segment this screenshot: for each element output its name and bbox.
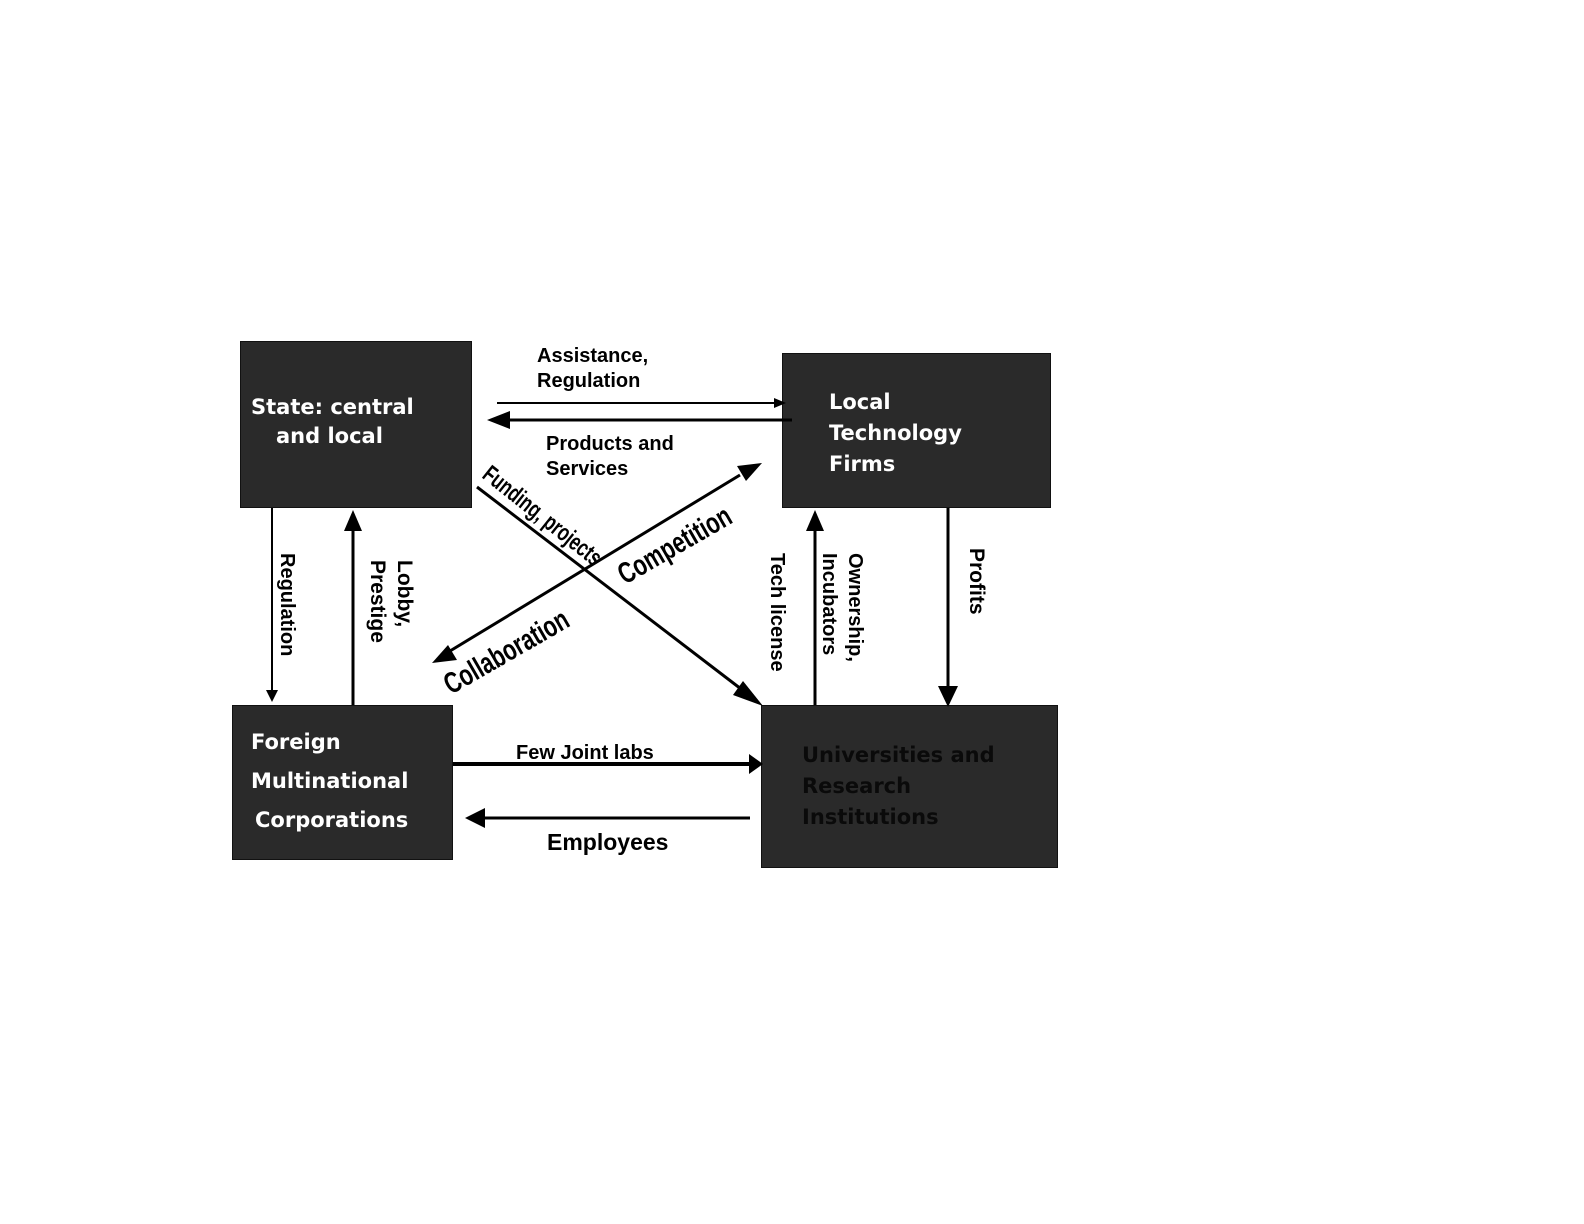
state-node: State: central and local [240,341,472,508]
edge-label-incubators: Incubators [818,553,840,655]
arrowhead-icon [344,510,362,531]
arrowhead-icon [737,463,762,481]
edge-lobby-prestige: Lobby, Prestige [344,510,416,705]
edge-label-services: Services [546,458,628,480]
arrowhead-icon [266,690,278,702]
local-firms-label-line-2: Technology [829,421,962,445]
foreign-mnc-label-line-1: Foreign [251,730,341,754]
arrowhead-icon [938,686,958,707]
arrow-line [449,473,741,653]
edge-label-lobby: Lobby, [393,560,416,627]
universities-label-line-2: Research [802,774,912,798]
edge-label-prestige: Prestige [366,560,389,643]
state-label-line-2: and local [276,424,383,448]
edge-label-regulation: Regulation [537,370,640,392]
edge-profits: Profits [938,508,988,707]
arrowhead-icon [806,510,824,531]
arrowhead-icon [749,754,763,774]
edge-label-regulation-vertical: Regulation [276,553,298,656]
local-firms-label-line-3: Firms [829,452,896,476]
arrowhead-icon [432,645,457,663]
arrowhead-icon [774,398,786,408]
edge-few-joint-labs: Few Joint labs [453,742,763,774]
arrowhead-icon [487,411,510,429]
edge-label-assistance: Assistance, [537,345,648,367]
local-firms-label-line-1: Local [829,390,891,414]
state-label-line-1: State: central [251,395,414,419]
edge-funding-projects: Funding, projects [476,461,763,706]
foreign-mnc-label-line-2: Multinational [251,769,409,793]
arrow-line [476,485,746,694]
edge-label-ownership: Ownership, [844,553,866,662]
edge-label-products: Products and [546,433,674,455]
universities-node: Universities and Research Institutions [761,705,1058,868]
edge-assistance-regulation: Assistance, Regulation [497,345,786,408]
edge-label-tech-license: Tech license [766,553,788,672]
edge-label-few-joint-labs: Few Joint labs [516,742,654,764]
edge-products-services: Products and Services [487,411,792,480]
foreign-mnc-label-line-3: Corporations [255,808,409,832]
edge-label-employees: Employees [547,829,668,855]
edge-tech-license-ownership: Tech license Ownership, Incubators [766,510,866,705]
arrowhead-icon [733,681,763,706]
foreign-mnc-node: Foreign Multinational Corporations [232,705,453,860]
edge-regulation: Regulation [266,508,298,702]
arrowhead-icon [465,808,485,828]
edge-employees: Employees [465,808,750,855]
local-firms-node: Local Technology Firms [782,353,1051,508]
edge-label-competition: Competition [611,498,737,591]
edge-label-profits: Profits [965,548,988,615]
universities-label-line-3: Institutions [802,805,939,829]
universities-label-line-1: Universities and [802,743,995,767]
